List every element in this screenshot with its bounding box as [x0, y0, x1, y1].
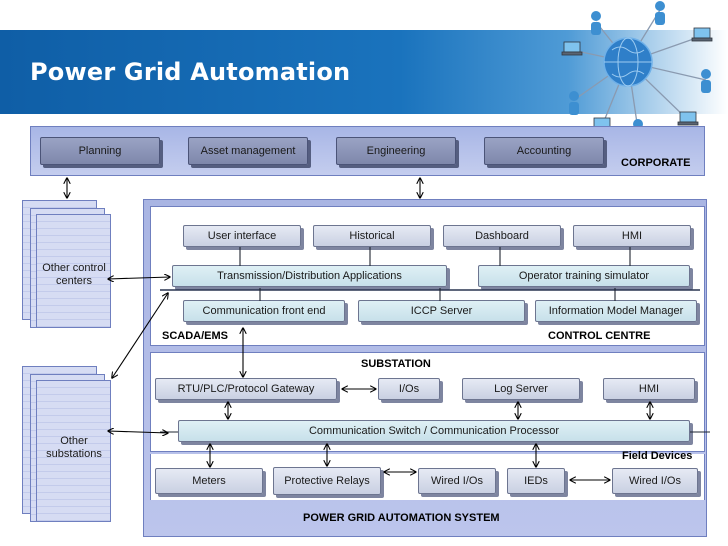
double-arrow-icon — [112, 293, 168, 378]
control-hmi-box: HMI — [573, 225, 691, 247]
other-substations-label: Other substations — [46, 435, 102, 460]
other-control-centers-label: Other control centers — [42, 262, 106, 287]
transmission-distribution-apps-box: Transmission/Distribution Applications — [172, 265, 447, 287]
laptop-icon — [677, 111, 699, 126]
double-arrow-icon — [108, 277, 170, 279]
operator-training-simulator-box: Operator training simulator — [478, 265, 690, 287]
globe-icon — [603, 37, 653, 87]
communication-switch-box: Communication Switch / Communication Pro… — [178, 420, 690, 442]
ieds-box: IEDs — [507, 468, 565, 494]
corporate-label: CORPORATE — [621, 157, 691, 169]
person-icon — [701, 69, 711, 93]
iccp-server-box: ICCP Server — [358, 300, 525, 322]
engineering-box: Engineering — [336, 137, 456, 165]
network-globe-graphic — [561, 1, 713, 140]
substations-stack-front — [36, 380, 111, 522]
page-title: Power Grid Automation — [30, 58, 351, 86]
person-icon — [655, 1, 665, 25]
control-centers-stack-front — [36, 214, 111, 328]
user-interface-box: User interface — [183, 225, 301, 247]
control-centre-label: CONTROL CENTRE — [548, 330, 651, 342]
field-wired-ios-box-2: Wired I/Os — [612, 468, 698, 494]
laptop-icon — [561, 41, 583, 56]
information-model-manager-box: Information Model Manager — [535, 300, 697, 322]
double-arrow-icon — [108, 431, 168, 433]
laptop-icon — [691, 27, 713, 42]
ios-box: I/Os — [378, 378, 440, 400]
dashboard-box: Dashboard — [443, 225, 561, 247]
person-icon — [569, 91, 579, 115]
field-devices-label: Field Devices — [622, 450, 693, 462]
protective-relays-box: Protective Relays — [273, 467, 381, 495]
accounting-box: Accounting — [484, 137, 604, 165]
scada-ems-label: SCADA/EMS — [162, 330, 229, 342]
meters-box: Meters — [155, 468, 263, 494]
log-server-box: Log Server — [462, 378, 580, 400]
person-icon — [591, 11, 601, 35]
substation-hmi-box: HMI — [603, 378, 695, 400]
planning-box: Planning — [40, 137, 160, 165]
communication-front-end-box: Communication front end — [183, 300, 345, 322]
rtu-plc-gateway-box: RTU/PLC/Protocol Gateway — [155, 378, 337, 400]
asset-management-box: Asset management — [188, 137, 308, 165]
substation-label: SUBSTATION — [361, 358, 431, 370]
field-wired-ios-box-1: Wired I/Os — [418, 468, 496, 494]
power-grid-system-label: POWER GRID AUTOMATION SYSTEM — [303, 512, 500, 524]
historical-box: Historical — [313, 225, 431, 247]
